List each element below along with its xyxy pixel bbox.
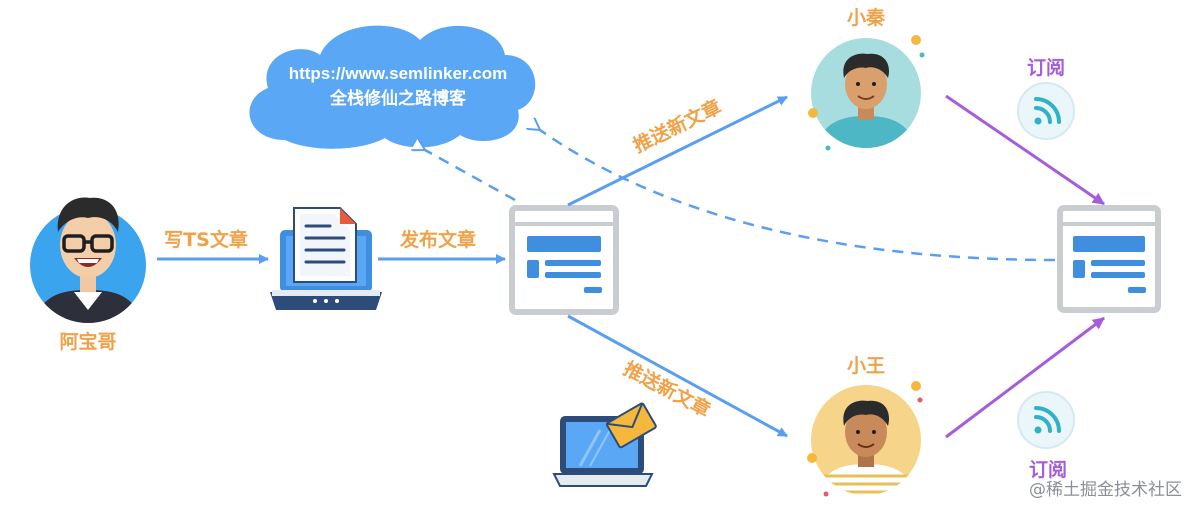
cloud-url[interactable]: https://www.semlinker.com xyxy=(289,64,508,83)
dashed-arrow-long xyxy=(540,130,1056,262)
dashed-arrow-short xyxy=(425,150,516,202)
arrow-subscribe-bottom xyxy=(945,316,1105,439)
arrow-push-top xyxy=(567,95,788,207)
watermark: @稀土掘金技术社区 xyxy=(1029,480,1182,500)
label-subscribe-top: 订阅 xyxy=(1027,57,1065,79)
label-publish: 发布文章 xyxy=(399,228,476,251)
laptop-document-icon xyxy=(270,207,382,310)
subscriber-bottom-name: 小王 xyxy=(847,355,885,377)
rss-icon-top xyxy=(1017,82,1075,140)
rss-icon-bottom xyxy=(1017,391,1075,449)
label-push-top: 推送新文章 xyxy=(629,95,724,157)
laptop-mail-icon xyxy=(552,402,657,487)
arrow-push-bottom xyxy=(567,314,788,438)
label-write: 写TS文章 xyxy=(164,228,248,251)
avatar-man-icon-bottom xyxy=(807,381,923,497)
arrow-subscribe-top xyxy=(945,94,1105,206)
cloud-title: 全栈修仙之路博客 xyxy=(329,88,467,108)
cloud-icon xyxy=(249,25,536,149)
label-subscribe-bottom: 订阅 xyxy=(1029,459,1067,481)
author-name: 阿宝哥 xyxy=(59,330,116,353)
browser-window-icon xyxy=(509,205,619,315)
subscriber-top-name: 小秦 xyxy=(847,6,886,29)
avatar-man-icon-top xyxy=(808,35,925,151)
avatar-author xyxy=(30,197,146,323)
browser-window-icon-right xyxy=(1057,205,1161,313)
